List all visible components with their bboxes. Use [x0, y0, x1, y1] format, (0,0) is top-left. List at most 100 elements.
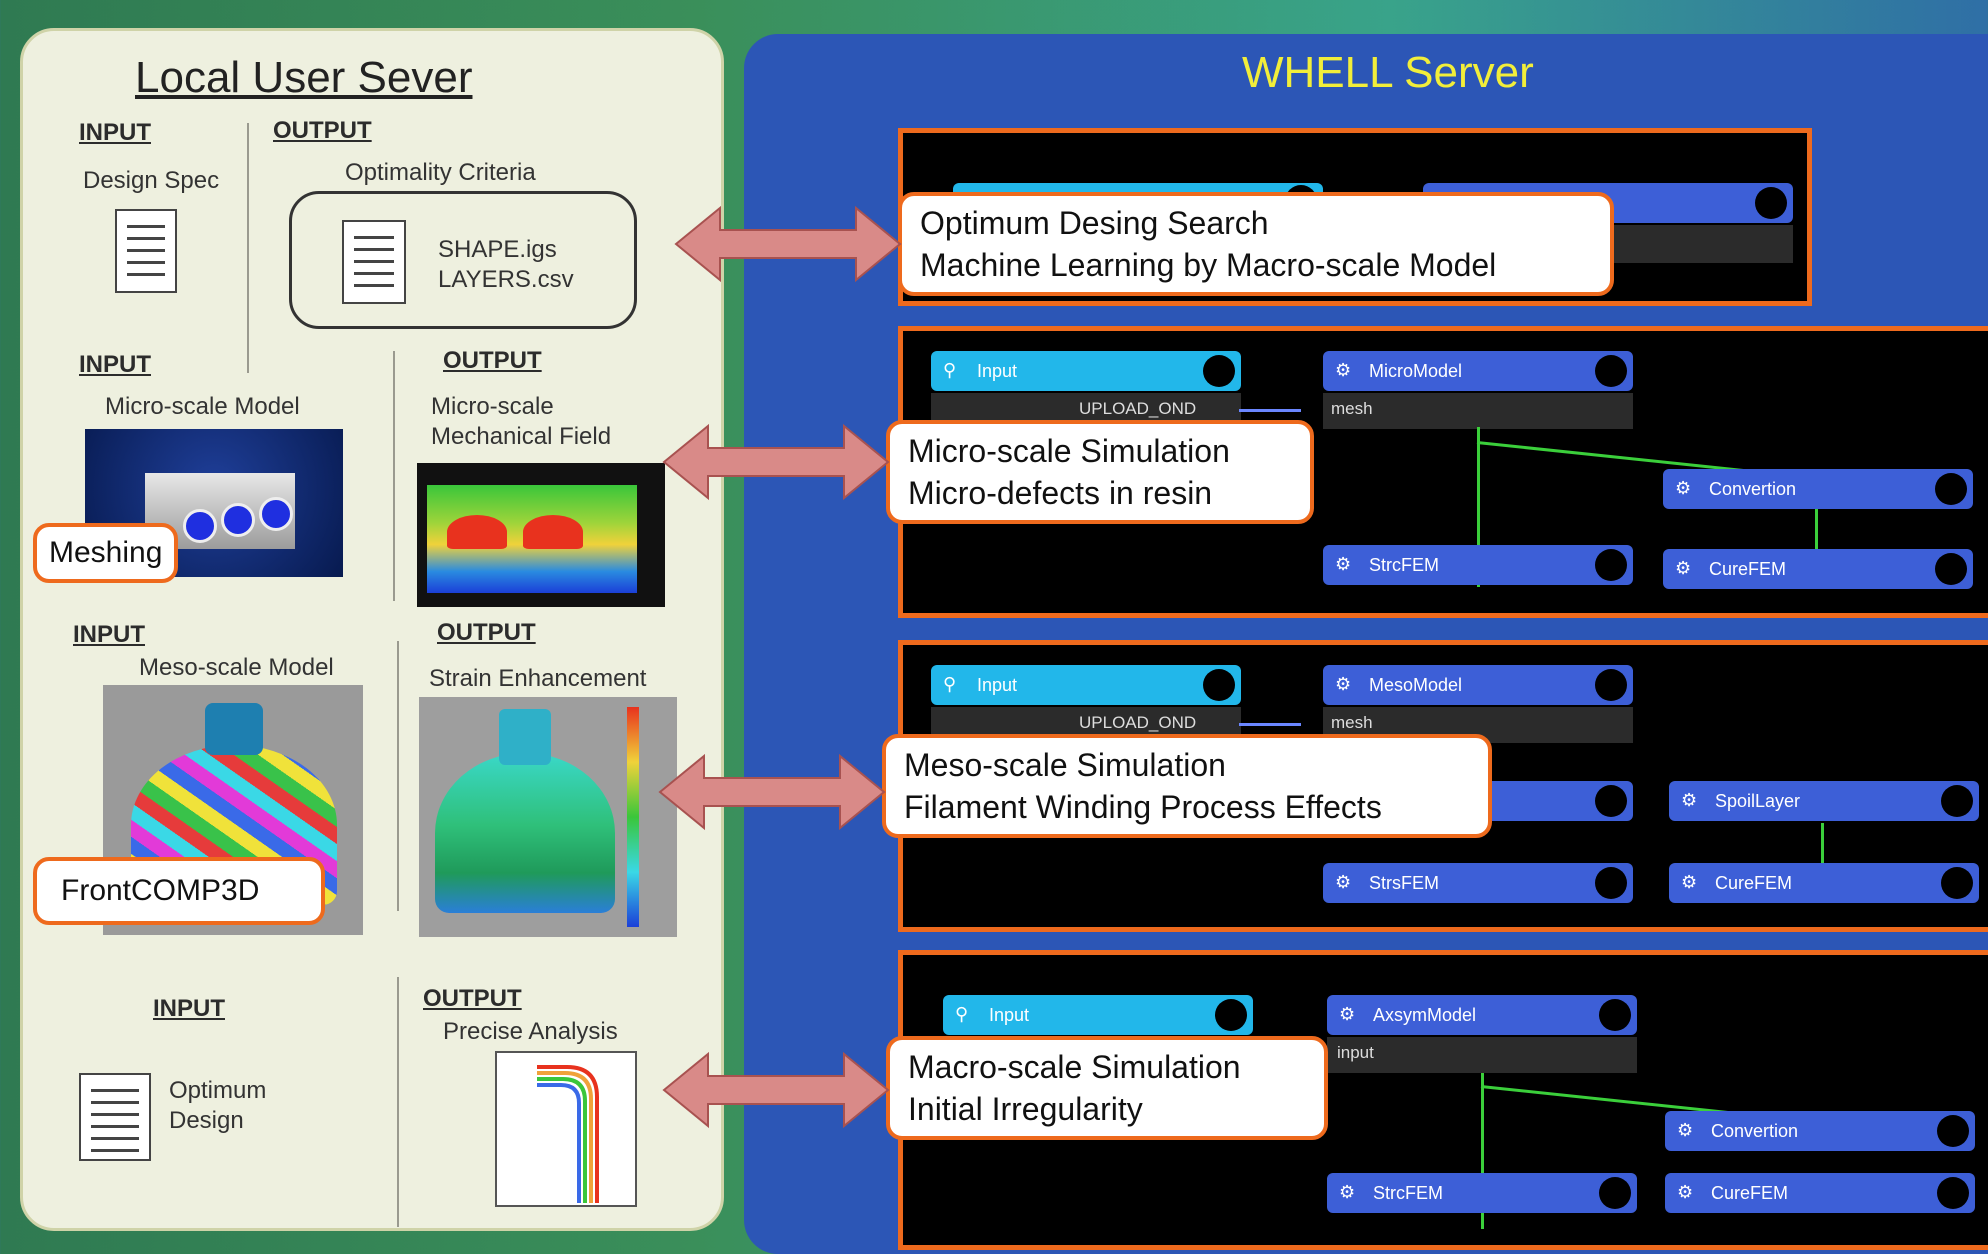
row4-divider [397, 977, 399, 1227]
micro-port-out: UPLOAD_OND [1079, 399, 1197, 418]
field-hotspot-1 [447, 515, 507, 549]
field-block [427, 485, 637, 593]
micro-hole-3 [259, 497, 293, 531]
double-arrow-1 [674, 205, 902, 283]
row3-output-label: OUTPUT [437, 619, 536, 646]
row1-divider [247, 123, 249, 373]
gear-icon: ⚙ [1335, 360, 1352, 380]
micro-node-curefem: ⚙CureFEM [1663, 549, 1973, 589]
gear-icon: ⚙ [1675, 478, 1692, 498]
row4-output-item: Precise Analysis [443, 1018, 618, 1045]
macro-model-strip [1327, 1037, 1637, 1073]
macro-node-label: CureFEM [1711, 1182, 1789, 1203]
callout-line1: Macro-scale Simulation [908, 1049, 1241, 1085]
row3-input-label: INPUT [73, 621, 145, 648]
micro-port-in: mesh [1331, 399, 1373, 418]
gear-icon: ⚙ [1335, 872, 1352, 892]
row1-output-label: OUTPUT [273, 117, 372, 144]
callout-micro: Micro-scale Simulation Micro-defects in … [886, 420, 1314, 525]
optimum-design-line1: Optimum [169, 1077, 267, 1104]
macro-input-node: ⚲ Input [943, 995, 1253, 1035]
meso-node-strsfem: ⚙ StrsFEM [1323, 863, 1633, 903]
meso-input-node: ⚲Input [931, 665, 1241, 705]
strain-colorbar [627, 707, 639, 927]
meso-node-label: SpoilLayer [1715, 790, 1801, 811]
callout-line2: Machine Learning by Macro-scale Model [920, 247, 1497, 284]
meso-neck [205, 703, 263, 755]
file-shape-igs: SHAPE.igs [438, 236, 557, 263]
micro-vline [1477, 427, 1480, 587]
callout-optimum-search: Optimum Desing Search Machine Learning b… [898, 192, 1614, 297]
macro-port-in: input [1337, 1043, 1374, 1062]
macro-node-label: Convertion [1711, 1120, 1799, 1141]
gear-icon: ⚙ [1335, 554, 1352, 574]
callout-line2: Micro-defects in resin [908, 475, 1213, 512]
gear-icon: ⚙ [1681, 872, 1698, 892]
row4-input-label: INPUT [153, 995, 225, 1022]
gear-icon: ⚙ [1677, 1182, 1694, 1202]
optimum-design-line2: Design [169, 1107, 244, 1134]
gear-icon: ⚙ [1339, 1182, 1356, 1202]
design-spec-document-icon [115, 209, 177, 293]
gear-icon: ⚙ [1335, 674, 1352, 694]
gear-icon: ⚙ [1339, 1004, 1356, 1024]
row2-input-label: INPUT [79, 351, 151, 378]
callout-line2: Filament Winding Process Effects [904, 789, 1382, 826]
whell-title: WHELL Server [1242, 48, 1534, 97]
micro-model-strip [1323, 393, 1633, 429]
callout-line1: Meso-scale Simulation [904, 747, 1226, 783]
person-icon: ⚲ [955, 1004, 969, 1024]
double-arrow-2 [662, 423, 890, 501]
micro-node-label: StrcFEM [1369, 554, 1439, 575]
micro-input-node: ⚲ Input [931, 351, 1241, 391]
meso-node-curefem: ⚙ CureFEM [1669, 863, 1979, 903]
micro-model-label: MicroModel [1369, 360, 1463, 381]
meso-model-node: ⚙ MesoModel [1323, 665, 1633, 705]
double-arrow-4 [662, 1051, 890, 1129]
meso-link-line [1239, 723, 1301, 726]
micro-vline2 [1815, 503, 1818, 583]
row1-output-item: Optimality Criteria [345, 159, 536, 186]
meso-port-in: mesh [1331, 713, 1373, 732]
field-hotspot-2 [523, 515, 583, 549]
callout-line1: Optimum Desing Search [920, 205, 1269, 241]
gear-icon: ⚙ [1675, 558, 1692, 578]
local-user-server-panel: Local User Sever INPUT Design Spec OUTPU… [20, 28, 724, 1231]
meso-vline [1821, 823, 1824, 863]
meso-node-label: StrsFEM [1369, 872, 1439, 893]
optimality-files-box: SHAPE.igs LAYERS.csv [289, 191, 637, 329]
row3-output-item: Strain Enhancement [429, 665, 647, 692]
precise-analysis-profile [537, 1065, 599, 1203]
row1-input-label: INPUT [79, 119, 151, 146]
row4-output-label: OUTPUT [423, 985, 522, 1012]
macro-model-label: AxsymModel [1373, 1004, 1477, 1025]
meso-node-spoillayer: ⚙ SpoilLayer [1669, 781, 1979, 821]
row2-divider [393, 351, 395, 601]
file-layers-csv: LAYERS.csv [438, 266, 574, 293]
gear-icon: ⚙ [1681, 790, 1698, 810]
meso-model-label: MesoModel [1369, 674, 1463, 695]
micro-node-strcfem: ⚙ StrcFEM [1323, 545, 1633, 585]
person-icon: ⚲ [943, 360, 957, 380]
files-document-icon [342, 220, 406, 304]
row2-output-item-line1: Micro-scale [431, 393, 554, 420]
callout-line2: Initial Irregularity [908, 1091, 1143, 1128]
micro-model-node: ⚙ MicroModel [1323, 351, 1633, 391]
meshing-tag: Meshing [33, 523, 179, 583]
strain-dome [435, 753, 615, 913]
micro-link-line [1239, 409, 1301, 412]
macro-node-label: StrcFEM [1373, 1182, 1443, 1203]
macro-model-node: ⚙ AxsymModel [1327, 995, 1637, 1035]
meso-node-label: CureFEM [1715, 872, 1793, 893]
row1-input-item: Design Spec [83, 167, 220, 194]
macro-input-label: Input [989, 1004, 1030, 1025]
strain-enhancement-image [419, 697, 677, 937]
strain-neck [499, 709, 551, 765]
callout-line1: Micro-scale Simulation [908, 433, 1230, 469]
row2-input-item: Micro-scale Model [105, 393, 300, 420]
macro-node-curefem: ⚙ CureFEM [1665, 1173, 1975, 1213]
micro-input-label: Input [977, 360, 1018, 381]
callout-macro: Macro-scale Simulation Initial Irregular… [886, 1036, 1328, 1141]
micro-mechanical-field-image [417, 463, 665, 607]
macro-node-convertion: ⚙Convertion [1665, 1111, 1975, 1151]
